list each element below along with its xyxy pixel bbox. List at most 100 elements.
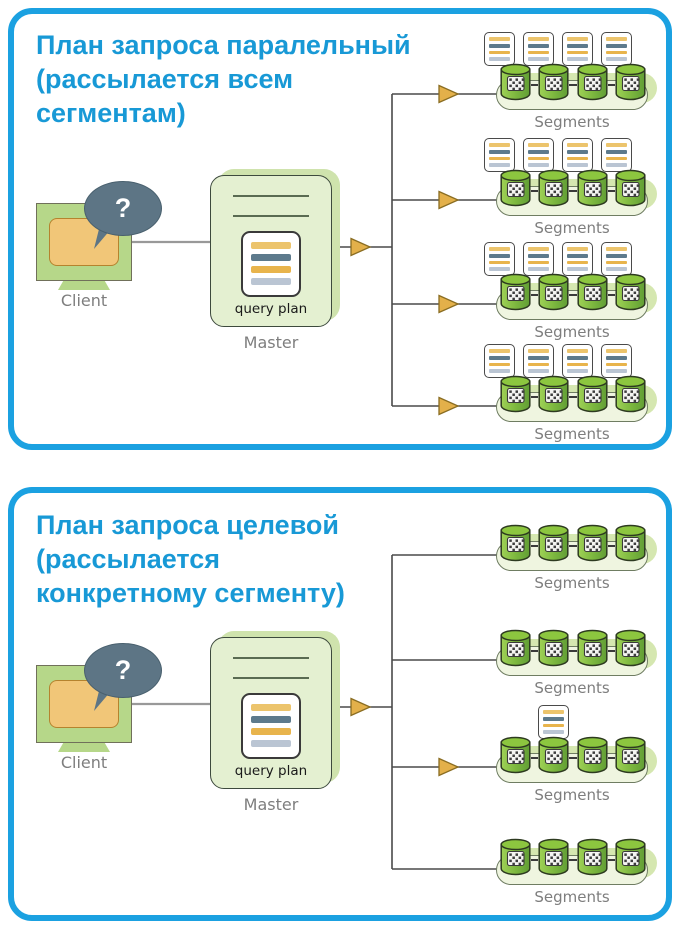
segments-group-2-3: Segments xyxy=(480,705,670,805)
segment-database-icon xyxy=(615,524,646,562)
segments-group-1-4: Segments xyxy=(480,344,670,444)
segment-link-line xyxy=(608,396,615,398)
query-plan-doc-icon xyxy=(562,344,593,378)
segment-database-icon xyxy=(538,736,569,774)
query-plan-doc-icon xyxy=(538,705,569,739)
segment-database-icon xyxy=(615,63,646,101)
segments-label: Segments xyxy=(534,888,610,906)
segment-link-line xyxy=(531,84,538,86)
segments-group-2-4: Segments xyxy=(480,807,670,907)
query-plan-label: query plan xyxy=(234,763,308,779)
segment-link-line xyxy=(608,84,615,86)
arrowhead-icon xyxy=(438,84,460,104)
segment-link-line xyxy=(608,650,615,652)
segment-link-line xyxy=(569,757,577,759)
master-text-line xyxy=(233,677,309,679)
arrowhead-icon xyxy=(350,697,372,717)
segments-group-2-1: Segments xyxy=(480,493,670,593)
client-label: Client xyxy=(60,291,108,310)
segment-link-line xyxy=(569,294,577,296)
query-plan-doc-icon xyxy=(484,32,515,66)
segment-link-line xyxy=(569,190,577,192)
segments-label: Segments xyxy=(534,323,610,341)
question-bubble-icon: ? xyxy=(84,181,162,236)
segments-label: Segments xyxy=(534,113,610,131)
segment-link-line xyxy=(608,859,615,861)
segment-link-line xyxy=(531,859,538,861)
master-text-line xyxy=(233,215,309,217)
query-plan-doc-icon xyxy=(523,344,554,378)
query-plan-doc-icon xyxy=(484,242,515,276)
segment-database-icon xyxy=(577,375,608,413)
segment-database-icon xyxy=(538,273,569,311)
segment-database-icon xyxy=(615,629,646,667)
arrowhead-icon xyxy=(350,237,372,257)
segments-group-1-1: Segments xyxy=(480,32,670,132)
segment-link-line xyxy=(569,396,577,398)
targeted-plan-title: План запроса целевой (рассылается конкре… xyxy=(36,510,345,608)
question-mark: ? xyxy=(114,655,132,685)
query-plan-document-icon xyxy=(241,693,301,759)
segments-group-2-2: Segments xyxy=(480,598,670,698)
segment-database-icon xyxy=(500,273,531,311)
segment-database-icon xyxy=(577,838,608,876)
query-plan-doc-icon xyxy=(562,242,593,276)
segment-database-icon xyxy=(577,736,608,774)
segment-database-icon xyxy=(538,375,569,413)
segment-database-icon xyxy=(538,524,569,562)
arrowhead-icon xyxy=(438,294,460,314)
master-label: Master xyxy=(243,795,299,814)
client-workstation: ? Client xyxy=(36,181,166,313)
segment-database-icon xyxy=(500,736,531,774)
client-monitor-stand xyxy=(58,281,110,290)
query-plan-doc-icon xyxy=(601,32,632,66)
segments-label: Segments xyxy=(534,425,610,443)
segment-database-icon xyxy=(615,838,646,876)
client-monitor-stand xyxy=(58,743,110,752)
segments-label: Segments xyxy=(534,786,610,804)
arrowhead-icon xyxy=(438,396,460,416)
segment-database-icon xyxy=(500,838,531,876)
query-plan-doc-icon xyxy=(601,344,632,378)
segment-link-line xyxy=(531,757,538,759)
segments-group-1-3: Segments xyxy=(480,242,670,342)
segment-link-line xyxy=(569,650,577,652)
segment-link-line xyxy=(531,545,538,547)
query-plan-doc-icon xyxy=(562,138,593,172)
master-text-line xyxy=(233,657,309,659)
segment-link-line xyxy=(608,545,615,547)
master-node: query plan Master xyxy=(210,169,340,352)
master-text-line xyxy=(233,195,309,197)
segment-link-line xyxy=(531,396,538,398)
question-mark: ? xyxy=(114,193,132,223)
segment-database-icon xyxy=(538,838,569,876)
query-plan-doc-icon xyxy=(562,32,593,66)
segment-database-icon xyxy=(538,63,569,101)
segment-database-icon xyxy=(538,169,569,207)
segments-label: Segments xyxy=(534,219,610,237)
segment-database-icon xyxy=(615,273,646,311)
segments-label: Segments xyxy=(534,679,610,697)
segments-group-1-2: Segments xyxy=(480,138,670,238)
client-workstation: ? Client xyxy=(36,643,166,775)
segment-database-icon xyxy=(615,169,646,207)
query-plan-document-icon xyxy=(241,231,301,297)
segment-link-line xyxy=(608,190,615,192)
segment-database-icon xyxy=(577,169,608,207)
segment-database-icon xyxy=(615,375,646,413)
segment-database-icon xyxy=(500,524,531,562)
segment-database-icon xyxy=(500,169,531,207)
segment-link-line xyxy=(608,294,615,296)
segment-database-icon xyxy=(500,63,531,101)
segment-database-icon xyxy=(577,524,608,562)
parallel-plan-title: План запроса паралельный (рассылается вс… xyxy=(36,30,411,128)
segment-database-icon xyxy=(577,273,608,311)
segment-link-line xyxy=(569,859,577,861)
client-label: Client xyxy=(60,753,108,772)
query-plan-doc-icon xyxy=(523,242,554,276)
query-plan-label: query plan xyxy=(234,301,308,317)
query-plan-doc-icon xyxy=(484,138,515,172)
query-plan-doc-icon xyxy=(523,32,554,66)
